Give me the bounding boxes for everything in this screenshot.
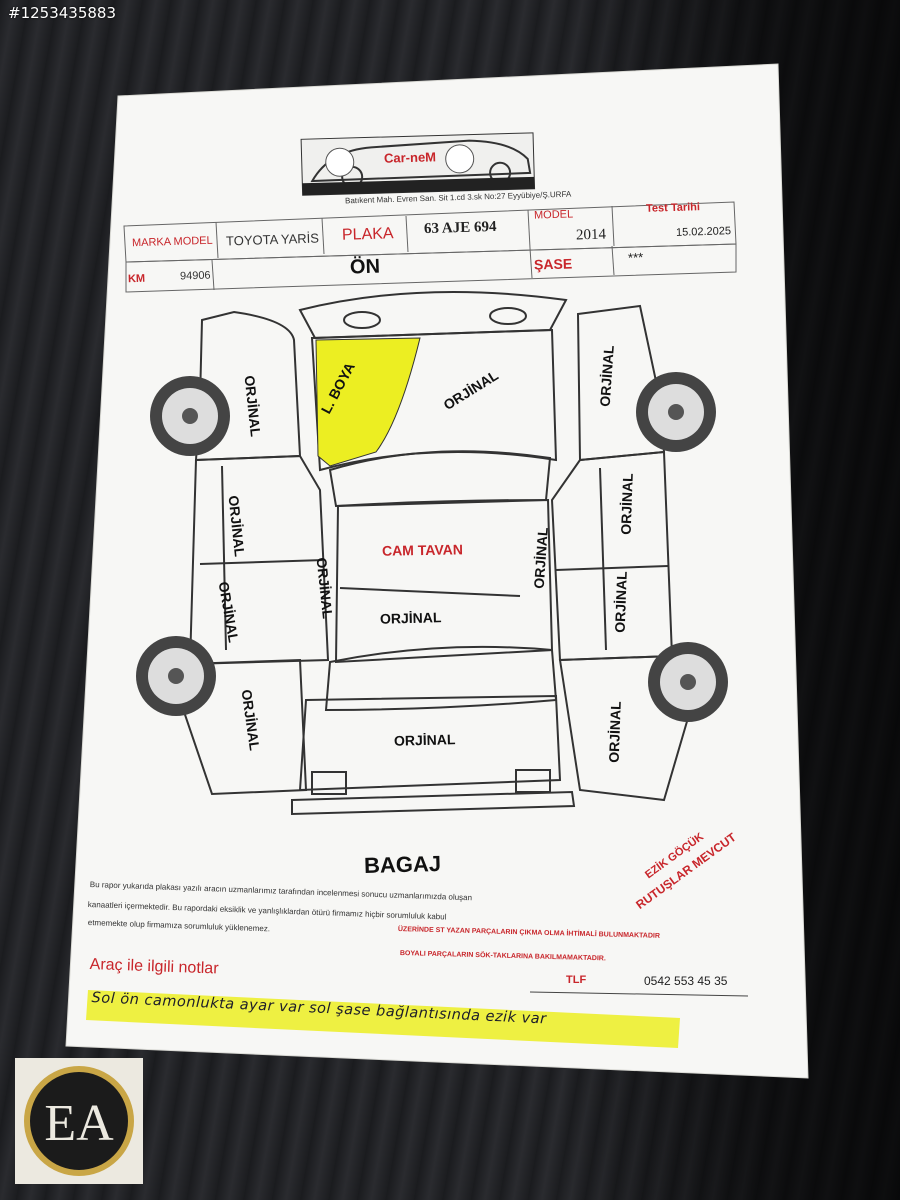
tlf-value: 0542 553 45 35 [644,974,728,988]
corner-logo-badge: EA [15,1058,143,1184]
label-roof: ORJİNAL [379,609,442,627]
header-logo [300,132,536,196]
label-bagaj: BAGAJ [363,850,442,879]
marka-model-label: MARKA MODEL [131,234,213,250]
model-label: MODEL [533,208,574,222]
label-trunk: ORJİNAL [393,731,456,749]
tlf-underline [529,991,749,997]
label-cam-tavan: CAM TAVAN [381,541,464,559]
painted-fender-highlight [315,337,421,467]
car-body-diagram [178,291,690,816]
on-front-label: ÖN [349,255,381,279]
tlf-label: TLF [566,974,587,986]
logo-text: Car-neM [383,149,437,166]
test-tarihi-label: Test Tarihi [645,201,701,215]
km-value: 94906 [179,269,211,283]
wheel-rear-left [136,636,216,716]
wheels [136,372,728,722]
ea-logo: EA [24,1066,134,1176]
label-right-front-door: ORJİNAL [617,473,636,535]
ea-logo-text: EA [44,1095,114,1152]
plaka-value: 63 AJE 694 [423,218,497,238]
note-highlight [86,990,680,1048]
sase-value: *** [627,249,644,266]
paper [65,63,809,1079]
label-right-rear-fender: ORJİNAL [605,701,624,763]
plaka-label: PLAKA [341,225,394,244]
test-tarihi-value: 15.02.2025 [675,225,732,239]
photo-id-watermark: #1253435883 [8,4,117,22]
label-right-rear-door: ORJİNAL [611,571,630,633]
model-value: 2014 [575,226,607,244]
form-table [123,201,737,293]
km-label: KM [127,272,146,286]
sase-label: ŞASE [533,255,573,273]
wheel-front-left [150,376,230,456]
wheel-rear-right [648,642,728,722]
wheel-front-right [636,372,716,452]
marka-model-value: TOYOTA YARİS [225,230,320,249]
